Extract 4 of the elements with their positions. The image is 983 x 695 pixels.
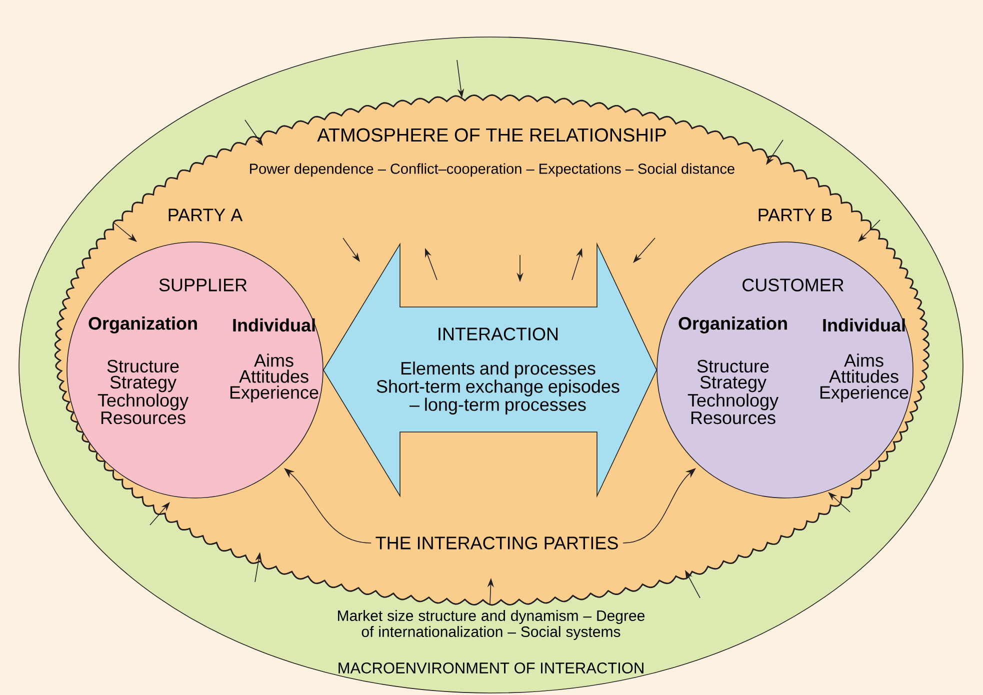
heading-text: THE INTERACTING PARTIES	[376, 536, 618, 550]
interaction-text: INTERACTION Elements and processes Short-term exchange episodes – long-term processes	[376, 328, 620, 414]
node-label: PARTY B	[758, 208, 832, 222]
node-label: PARTY A	[168, 208, 243, 222]
